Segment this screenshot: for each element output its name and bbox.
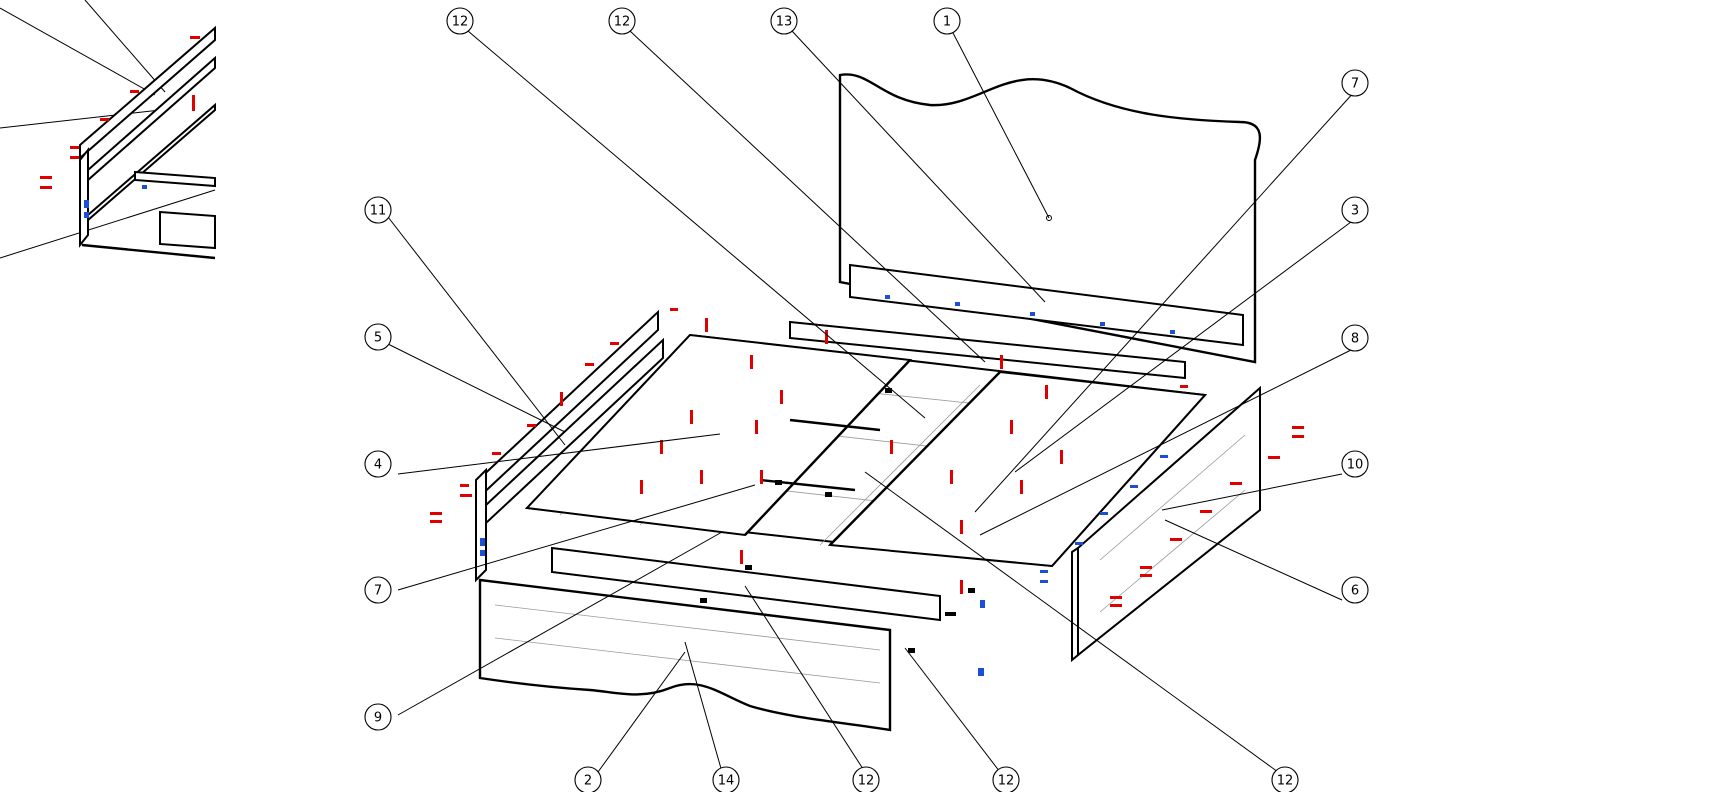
- callout-11: 11: [364, 196, 392, 224]
- black-fittings: [700, 388, 975, 653]
- callout-number: 7: [1351, 77, 1359, 92]
- callout-2: 2: [574, 766, 602, 792]
- callout-circle: [712, 766, 740, 792]
- callout-bubbles: 12 12 13 1 7 3 11 5: [364, 7, 1369, 792]
- headboard: [838, 73, 1262, 364]
- callout-circle: [574, 766, 602, 792]
- callout-circle: [364, 703, 392, 731]
- callout-12: 12: [852, 766, 880, 792]
- slat-boards: [524, 333, 1208, 622]
- callout-13: 13: [770, 7, 798, 35]
- left-side-panels: [475, 309, 664, 583]
- callout-circle: [1341, 576, 1369, 604]
- callout-circle: [1341, 69, 1369, 97]
- callout-6: 6: [1341, 576, 1369, 604]
- callout-12: 12: [992, 766, 1020, 792]
- back-rail: [789, 320, 1186, 380]
- callout-12: 12: [608, 7, 636, 35]
- callout-circle: [364, 196, 392, 224]
- callout-number: 12: [614, 15, 631, 30]
- callout-12: 12: [446, 7, 474, 35]
- callout-number: 12: [998, 774, 1015, 789]
- detail-inset: [0, 0, 216, 260]
- callout-circle: [933, 7, 961, 35]
- inset-leader-lines: [0, 0, 216, 259]
- red-dowels: [430, 308, 1304, 607]
- callout-4: 4: [364, 450, 392, 478]
- callout-10: 10: [1341, 450, 1369, 478]
- callout-circle: [364, 576, 392, 604]
- inset-hardware: [40, 36, 200, 218]
- callout-circle: [446, 7, 474, 35]
- callout-circle: [992, 766, 1020, 792]
- callout-number: 1: [943, 15, 951, 30]
- callout-circle: [1341, 450, 1369, 478]
- inset-rails: [79, 25, 216, 260]
- callout-number: 6: [1351, 584, 1359, 599]
- callout-circle: [608, 7, 636, 35]
- callout-14: 14: [712, 766, 740, 792]
- callout-number: 4: [374, 458, 382, 473]
- callout-5: 5: [364, 323, 392, 351]
- blue-fittings: [480, 295, 1175, 676]
- callout-number: 3: [1351, 204, 1359, 219]
- callout-1: 1: [933, 7, 961, 35]
- callout-7: 7: [1341, 69, 1369, 97]
- callout-number: 10: [1347, 458, 1364, 473]
- callout-number: 9: [374, 711, 382, 726]
- callout-number: 12: [1277, 774, 1294, 789]
- callout-3: 3: [1341, 196, 1369, 224]
- callout-circle: [852, 766, 880, 792]
- callout-number: 11: [370, 204, 387, 219]
- callout-number: 12: [858, 774, 875, 789]
- callout-circle: [1271, 766, 1299, 792]
- callout-8: 8: [1341, 324, 1369, 352]
- callout-circle: [770, 7, 798, 35]
- callout-number: 2: [584, 774, 592, 789]
- center-frame: [524, 333, 1208, 622]
- callout-circle: [364, 450, 392, 478]
- callout-circle: [364, 323, 392, 351]
- leader-lines: [387, 30, 1356, 773]
- callout-number: 5: [374, 331, 382, 346]
- callout-12: 12: [1271, 766, 1299, 792]
- callout-number: 7: [374, 584, 382, 599]
- footboard: [478, 578, 892, 732]
- callout-number: 8: [1351, 332, 1359, 347]
- callout-9: 9: [364, 703, 392, 731]
- callout-number: 14: [718, 774, 735, 789]
- callout-7: 7: [364, 576, 392, 604]
- callout-number: 12: [452, 15, 469, 30]
- hardware-markers: [430, 295, 1304, 676]
- callout-number: 13: [776, 15, 793, 30]
- callout-circle: [1341, 196, 1369, 224]
- callout-circle: [1341, 324, 1369, 352]
